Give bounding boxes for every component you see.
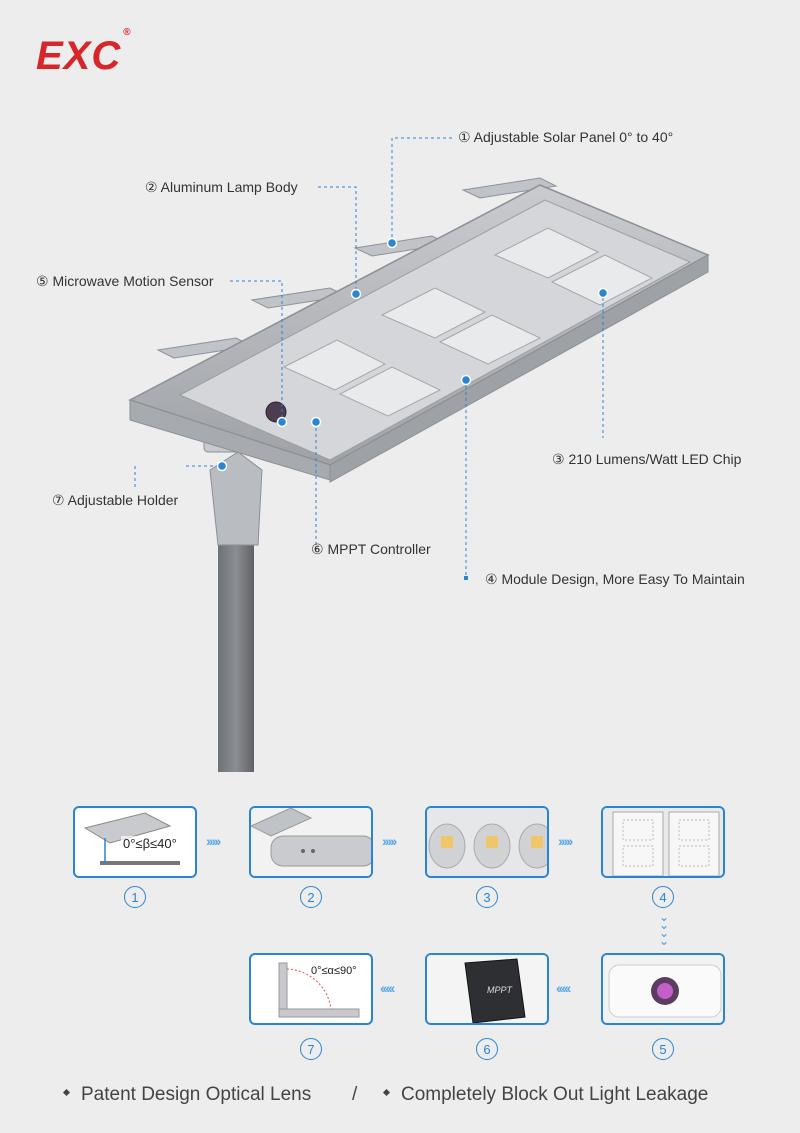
step-num-7: 7: [300, 1038, 322, 1060]
mppt-device-label: MPPT: [487, 985, 513, 995]
lamp-housing-front: [329, 254, 709, 483]
brand-logo: EXC®: [36, 27, 131, 79]
led-modules: [282, 227, 654, 417]
thumb-module: [601, 806, 725, 878]
arrow-right-icon: ›››››: [382, 833, 397, 849]
sensor-drawing: [603, 955, 723, 1023]
callout-endpoints: [464, 576, 468, 580]
holder-angle-drawing: [278, 962, 360, 1018]
thumb-solar-angle: 0°≤β≤40°: [73, 806, 197, 878]
footer-right-text: Completely Block Out Light Leakage: [401, 1084, 709, 1105]
mppt-drawing: [427, 955, 547, 1023]
thumb-sensor: [601, 953, 725, 1025]
step-num-2: 2: [300, 886, 322, 908]
registered-mark: ®: [123, 26, 132, 38]
lamp-body-drawing: [251, 808, 371, 876]
step-num-6: 6: [476, 1038, 498, 1060]
street-light-illustration: [128, 137, 710, 772]
step-num-3: 3: [476, 886, 498, 908]
step-num-1: 1: [124, 886, 146, 908]
holder-angle-label: 0°≤α≤90°: [311, 965, 357, 977]
footer-right: Completely Block Out Light Leakage: [382, 1084, 709, 1106]
solar-angle-label: 0°≤β≤40°: [121, 836, 179, 851]
callout-mppt: ⑥ MPPT Controller: [311, 541, 431, 557]
footer-left: Patent Design Optical Lens: [62, 1084, 312, 1106]
module-drawing: [603, 808, 723, 876]
thumb-lamp-body: [249, 806, 373, 878]
callout-dots: [216, 237, 609, 472]
arrow-left-icon: ‹‹‹‹‹: [556, 980, 571, 996]
thumb-holder-angle: 0°≤α≤90°: [249, 953, 373, 1025]
callout-lamp-body: ② Aluminum Lamp Body: [145, 179, 298, 195]
pole: [218, 540, 254, 772]
led-chip-drawing: [427, 808, 547, 876]
thumb-mppt: MPPT: [425, 953, 549, 1025]
callout-holder: ⑦ Adjustable Holder: [52, 492, 179, 508]
solar-plate-1: [461, 177, 558, 199]
diamond-bullet-icon: [62, 1089, 71, 1097]
arrow-down-icon: ⌄⌄⌄⌄: [658, 910, 670, 948]
arrow-right-icon: ›››››: [558, 833, 573, 849]
callout-motion-sensor: ⑤ Microwave Motion Sensor: [36, 273, 214, 289]
thumb-led-chip: [425, 806, 549, 878]
callout-lines: [134, 137, 604, 580]
footer-separator: /: [352, 1084, 358, 1105]
callout-solar-panel: ① Adjustable Solar Panel 0° to 40°: [458, 129, 674, 145]
footer-left-text: Patent Design Optical Lens: [81, 1084, 312, 1105]
step-num-4: 4: [652, 886, 674, 908]
callout-led-chip: ③ 210 Lumens/Watt LED Chip: [552, 451, 742, 467]
step-num-5: 5: [652, 1038, 674, 1060]
arrow-left-icon: ‹‹‹‹‹: [380, 980, 395, 996]
holder-arm: [209, 451, 263, 546]
callout-module: ④ Module Design, More Easy To Maintain: [485, 571, 745, 587]
solar-angle-drawing: [83, 812, 180, 865]
brand-name: EXC: [36, 34, 122, 78]
diamond-bullet-icon: [382, 1089, 391, 1097]
arrow-right-icon: ›››››: [206, 833, 221, 849]
